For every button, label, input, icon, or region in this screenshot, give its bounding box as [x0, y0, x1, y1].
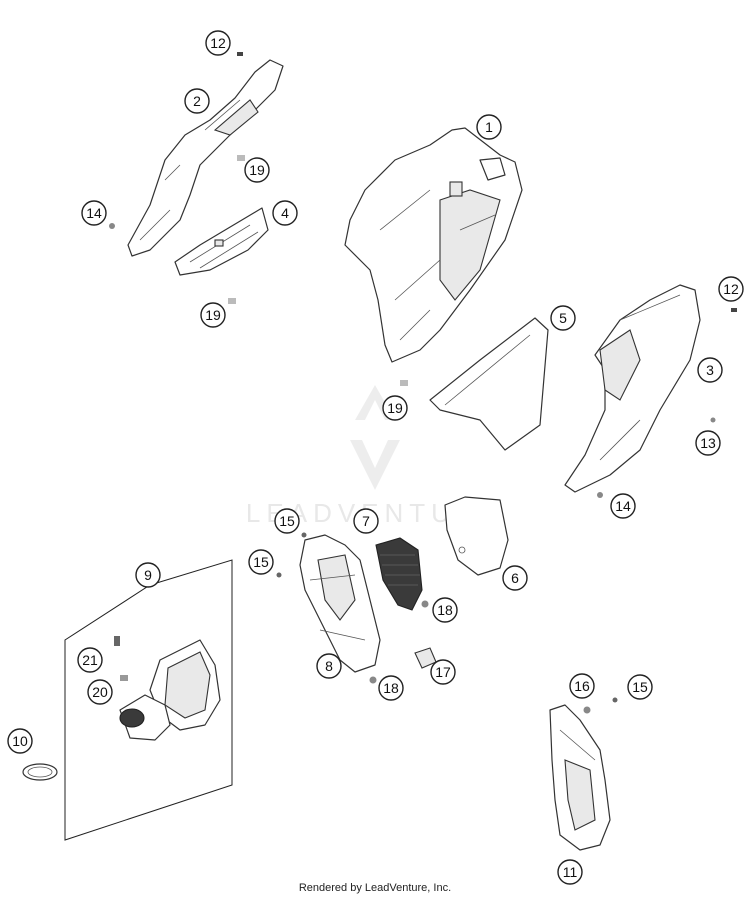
part-main-frame-cover[interactable] [344, 127, 523, 363]
part-air-box-bracket[interactable] [299, 534, 381, 673]
svg-text:11: 11 [563, 864, 578, 880]
nut-13 [710, 417, 716, 423]
callout-21: 21 [77, 647, 103, 673]
callout-14b: 14 [610, 493, 636, 519]
svg-text:18: 18 [383, 680, 399, 696]
screw-15c [612, 697, 618, 703]
screw-15a [301, 532, 307, 538]
hardware-fasteners [109, 52, 737, 714]
callout-4: 4 [272, 200, 298, 226]
part-intake-assembly-frame[interactable] [64, 559, 233, 841]
callout-6: 6 [502, 565, 528, 591]
nut-18a [421, 600, 429, 608]
part-hose-clamp[interactable] [22, 763, 58, 781]
svg-text:15: 15 [253, 554, 269, 570]
svg-text:14: 14 [615, 498, 631, 514]
svg-text:9: 9 [144, 567, 152, 583]
part-side-panel-right[interactable] [564, 284, 701, 493]
svg-text:5: 5 [559, 310, 567, 326]
svg-text:16: 16 [574, 678, 590, 694]
fitting-20 [120, 675, 128, 681]
grommet-19c [400, 380, 408, 386]
callout-18a: 18 [432, 597, 458, 623]
svg-text:2: 2 [193, 93, 201, 109]
part-side-plate[interactable] [429, 317, 549, 451]
callout-7: 7 [353, 508, 379, 534]
svg-text:15: 15 [632, 679, 648, 695]
footer-credit: Rendered by LeadVenture, Inc. [298, 882, 452, 894]
svg-text:19: 19 [387, 400, 403, 416]
callout-19a: 19 [244, 157, 270, 183]
washer-16 [583, 706, 591, 714]
part-filter-screen[interactable] [375, 537, 423, 611]
part-lower-cover[interactable] [549, 704, 611, 851]
svg-text:17: 17 [435, 664, 451, 680]
svg-text:6: 6 [511, 570, 519, 586]
svg-text:19: 19 [249, 162, 265, 178]
bolt-14a [109, 223, 115, 229]
screw-12a [237, 52, 243, 56]
svg-text:20: 20 [92, 684, 108, 700]
svg-text:10: 10 [12, 733, 28, 749]
callout-9: 9 [135, 562, 161, 588]
grommet-19b [228, 298, 236, 304]
screw-21 [114, 636, 120, 646]
callout-11: 11 [557, 859, 583, 885]
screw-15b [276, 572, 282, 578]
svg-text:18: 18 [437, 602, 453, 618]
callout-14a: 14 [81, 200, 107, 226]
part-air-box-cover[interactable] [444, 496, 509, 576]
callout-12b: 12 [718, 276, 744, 302]
svg-text:12: 12 [723, 281, 739, 297]
svg-text:12: 12 [210, 35, 226, 51]
callout-12a: 12 [205, 30, 231, 56]
callout-16: 16 [569, 673, 595, 699]
svg-text:8: 8 [325, 658, 333, 674]
callout-15b: 15 [248, 549, 274, 575]
callout-13: 13 [695, 430, 721, 456]
callout-2: 2 [184, 88, 210, 114]
callout-20: 20 [87, 679, 113, 705]
svg-text:19: 19 [205, 307, 221, 323]
nut-18b [369, 676, 377, 684]
callout-3: 3 [697, 357, 723, 383]
screw-12b [731, 308, 737, 312]
callout-10: 10 [7, 728, 33, 754]
callout-8: 8 [316, 653, 342, 679]
grommet-19a [237, 155, 245, 161]
callout-18b: 18 [378, 675, 404, 701]
callout-1: 1 [476, 114, 502, 140]
svg-text:14: 14 [86, 205, 102, 221]
svg-text:4: 4 [281, 205, 289, 221]
svg-text:15: 15 [279, 513, 295, 529]
part-bracket-panel[interactable] [174, 207, 269, 276]
svg-text:7: 7 [362, 513, 370, 529]
callout-19c: 19 [382, 395, 408, 421]
bolt-14b [597, 492, 603, 498]
callout-19b: 19 [200, 302, 226, 328]
callout-5: 5 [550, 305, 576, 331]
svg-text:13: 13 [700, 435, 716, 451]
svg-text:21: 21 [82, 652, 98, 668]
svg-text:1: 1 [485, 119, 493, 135]
callout-17: 17 [430, 659, 456, 685]
callout-15a: 15 [274, 508, 300, 534]
svg-text:3: 3 [706, 362, 714, 378]
callout-15c: 15 [627, 674, 653, 700]
part-side-panel-left-upper[interactable] [127, 59, 284, 257]
